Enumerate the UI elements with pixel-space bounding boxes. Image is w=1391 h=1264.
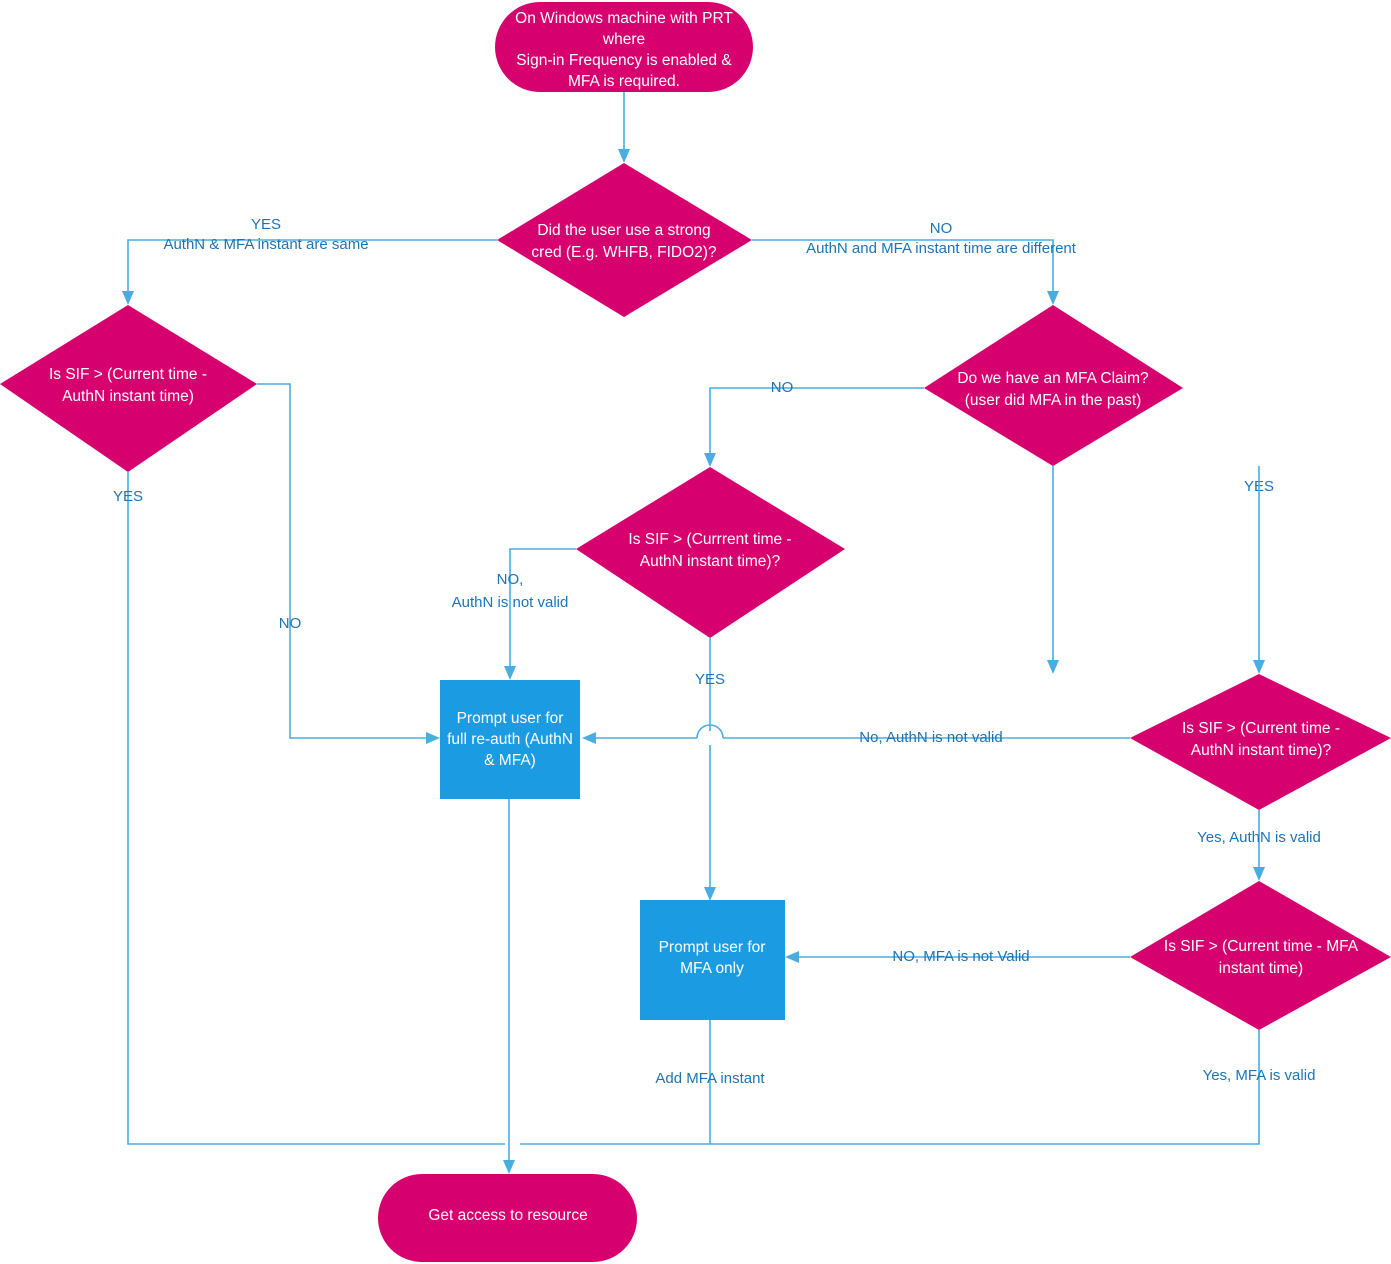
node-start-line-3: Sign-in Frequency is enabled & [516,52,732,69]
node-mfa-claim-line-2: (user did MFA in the past) [965,392,1142,409]
node-sif-left-line-1: Is SIF > (Current time - [49,366,207,383]
edge-label-sif-mid-no-1: NO, [497,571,524,588]
edge-sif-mid-no: NO, AuthN is not valid [452,548,576,680]
edge-prompt-full-reauth-to-final [503,799,515,1174]
edge-label-sif-right-yes: Yes, AuthN is valid [1197,829,1321,846]
node-sif-mid-line-2: AuthN instant time)? [640,553,781,570]
node-mfa-claim-line-1: Do we have an MFA Claim? [957,370,1149,387]
node-decision-strong-cred: Did the user use a strong cred (E.g. WHF… [497,163,752,317]
node-get-access-label: Get access to resource [428,1207,587,1224]
node-decision-sif-authn-mid: Is SIF > (Currrent time - AuthN instant … [576,467,845,638]
node-start-line-1: On Windows machine with PRT [515,10,733,27]
edge-start-to-strong-cred [618,92,630,163]
node-decision-sif-mfa-right: Is SIF > (Current time - MFA instant tim… [1130,881,1391,1030]
edge-label-strong-cred-yes-2: AuthN & MFA instant are same [163,236,368,253]
edge-label-strong-cred-no-1: NO [930,220,953,237]
edge-label-sif-left-yes: YES [113,488,143,505]
node-decision-sif-authn-right: Is SIF > (Current time - AuthN instant t… [1130,674,1391,810]
node-sif-right-line-1: Is SIF > (Current time - [1182,720,1340,737]
edge-mfa-claim-yes-path [1253,466,1265,674]
node-process-prompt-full-reauth: Prompt user for full re-auth (AuthN & MF… [440,680,580,799]
node-sif-mfa-line-2: instant time) [1219,960,1303,977]
edge-sif-mid-yes: YES [695,638,725,901]
node-sif-right-line-2: AuthN instant time)? [1191,742,1332,759]
edge-strong-cred-yes: YES AuthN & MFA instant are same [122,216,497,305]
node-mfa-only-line-2: MFA only [680,960,744,977]
node-decision-sif-authn-left: Is SIF > (Current time - AuthN instant t… [0,305,257,472]
edge-prompt-mfa-add-instant: Add MFA instant [655,1020,765,1144]
node-full-reauth-line-2: full re-auth (AuthN [447,731,573,748]
edge-sif-right-no: No, AuthN is not valid [582,724,1130,746]
node-full-reauth-line-1: Prompt user for [457,710,564,727]
edge-sif-left-yes: YES [113,472,505,1145]
edge-label-strong-cred-yes-1: YES [251,216,281,233]
node-start-line-4: MFA is required. [568,73,680,90]
edge-label-sif-mid-no-2: AuthN is not valid [452,594,569,611]
node-start: On Windows machine with PRT where Sign-i… [495,2,753,92]
node-mfa-only-line-1: Prompt user for [659,939,766,956]
node-sif-left-line-2: AuthN instant time) [62,388,194,405]
edge-sif-mfa-yes: Yes, MFA is valid [520,1030,1316,1145]
edge-sif-mfa-no: NO, MFA is not Valid [785,948,1130,965]
node-sif-mid-line-1: Is SIF > (Currrent time - [628,531,791,548]
node-get-access: Get access to resource [378,1174,637,1262]
node-full-reauth-line-3: & MFA) [484,752,536,769]
edge-sif-right-yes: Yes, AuthN is valid [1197,810,1321,881]
edge-label-add-mfa-instant: Add MFA instant [655,1070,765,1087]
node-strong-cred-line-2: cred (E.g. WHFB, FIDO2)? [531,244,717,261]
node-process-prompt-mfa-only: Prompt user for MFA only [640,900,785,1020]
node-strong-cred-line-1: Did the user use a strong [537,222,710,239]
edge-label-sif-mfa-no: NO, MFA is not Valid [892,948,1029,965]
edge-sif-left-no: NO [257,383,440,744]
edge-strong-cred-no: NO AuthN and MFA instant time are differ… [752,220,1077,305]
edge-mfa-claim-no: NO [704,379,924,467]
edge-label-sif-mid-yes: YES [695,671,725,688]
edge-label-sif-left-no: NO [279,615,302,632]
node-sif-mfa-line-1: Is SIF > (Current time - MFA [1164,938,1359,955]
edge-label-sif-mfa-yes: Yes, MFA is valid [1203,1067,1316,1084]
edge-mfa-claim-yes: YES [1047,466,1274,674]
edge-label-sif-right-no: No, AuthN is not valid [859,729,1002,746]
node-start-line-2: where [602,31,645,48]
edge-label-strong-cred-no-2: AuthN and MFA instant time are different [806,240,1077,257]
edge-label-mfa-claim-no: NO [771,379,794,396]
node-decision-mfa-claim: Do we have an MFA Claim? (user did MFA i… [924,305,1183,466]
